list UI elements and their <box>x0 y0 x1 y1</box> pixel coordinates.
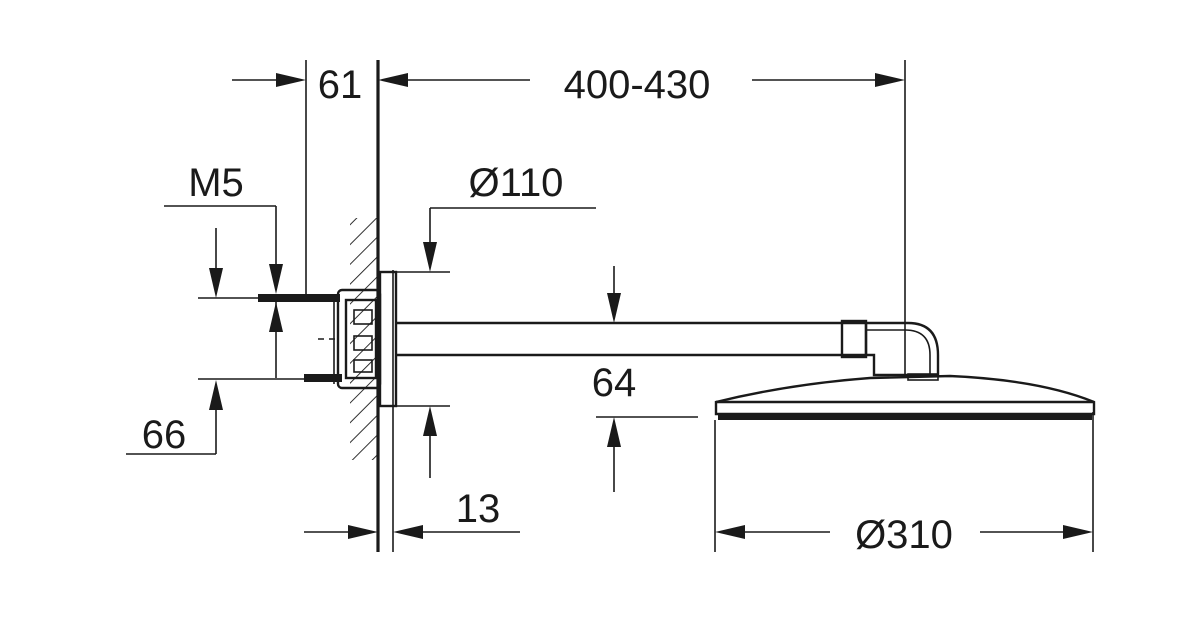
dimension-m5: M5 <box>164 161 283 378</box>
dimension-66: 66 <box>126 378 304 457</box>
dimension-61: 61 <box>232 63 530 107</box>
shower-head <box>714 373 1096 420</box>
wall-mount <box>258 270 398 408</box>
dimension-13: 13 <box>304 487 520 539</box>
label-400-430: 400-430 <box>564 63 711 107</box>
dimension-o310: Ø310 <box>715 513 1093 557</box>
dimension-64: 64 <box>592 266 698 492</box>
wall-section <box>350 60 380 552</box>
dimension-o110: Ø110 <box>396 161 596 478</box>
dimension-400-430: 400-430 <box>564 63 905 107</box>
label-o310: Ø310 <box>855 513 953 557</box>
label-m5: M5 <box>188 161 244 205</box>
label-o110: Ø110 <box>469 161 564 205</box>
extension-lines <box>305 60 1094 552</box>
label-61: 61 <box>318 63 363 107</box>
label-13: 13 <box>456 487 501 531</box>
label-64: 64 <box>592 361 637 405</box>
shower-arm <box>396 319 940 377</box>
label-66: 66 <box>142 413 187 457</box>
